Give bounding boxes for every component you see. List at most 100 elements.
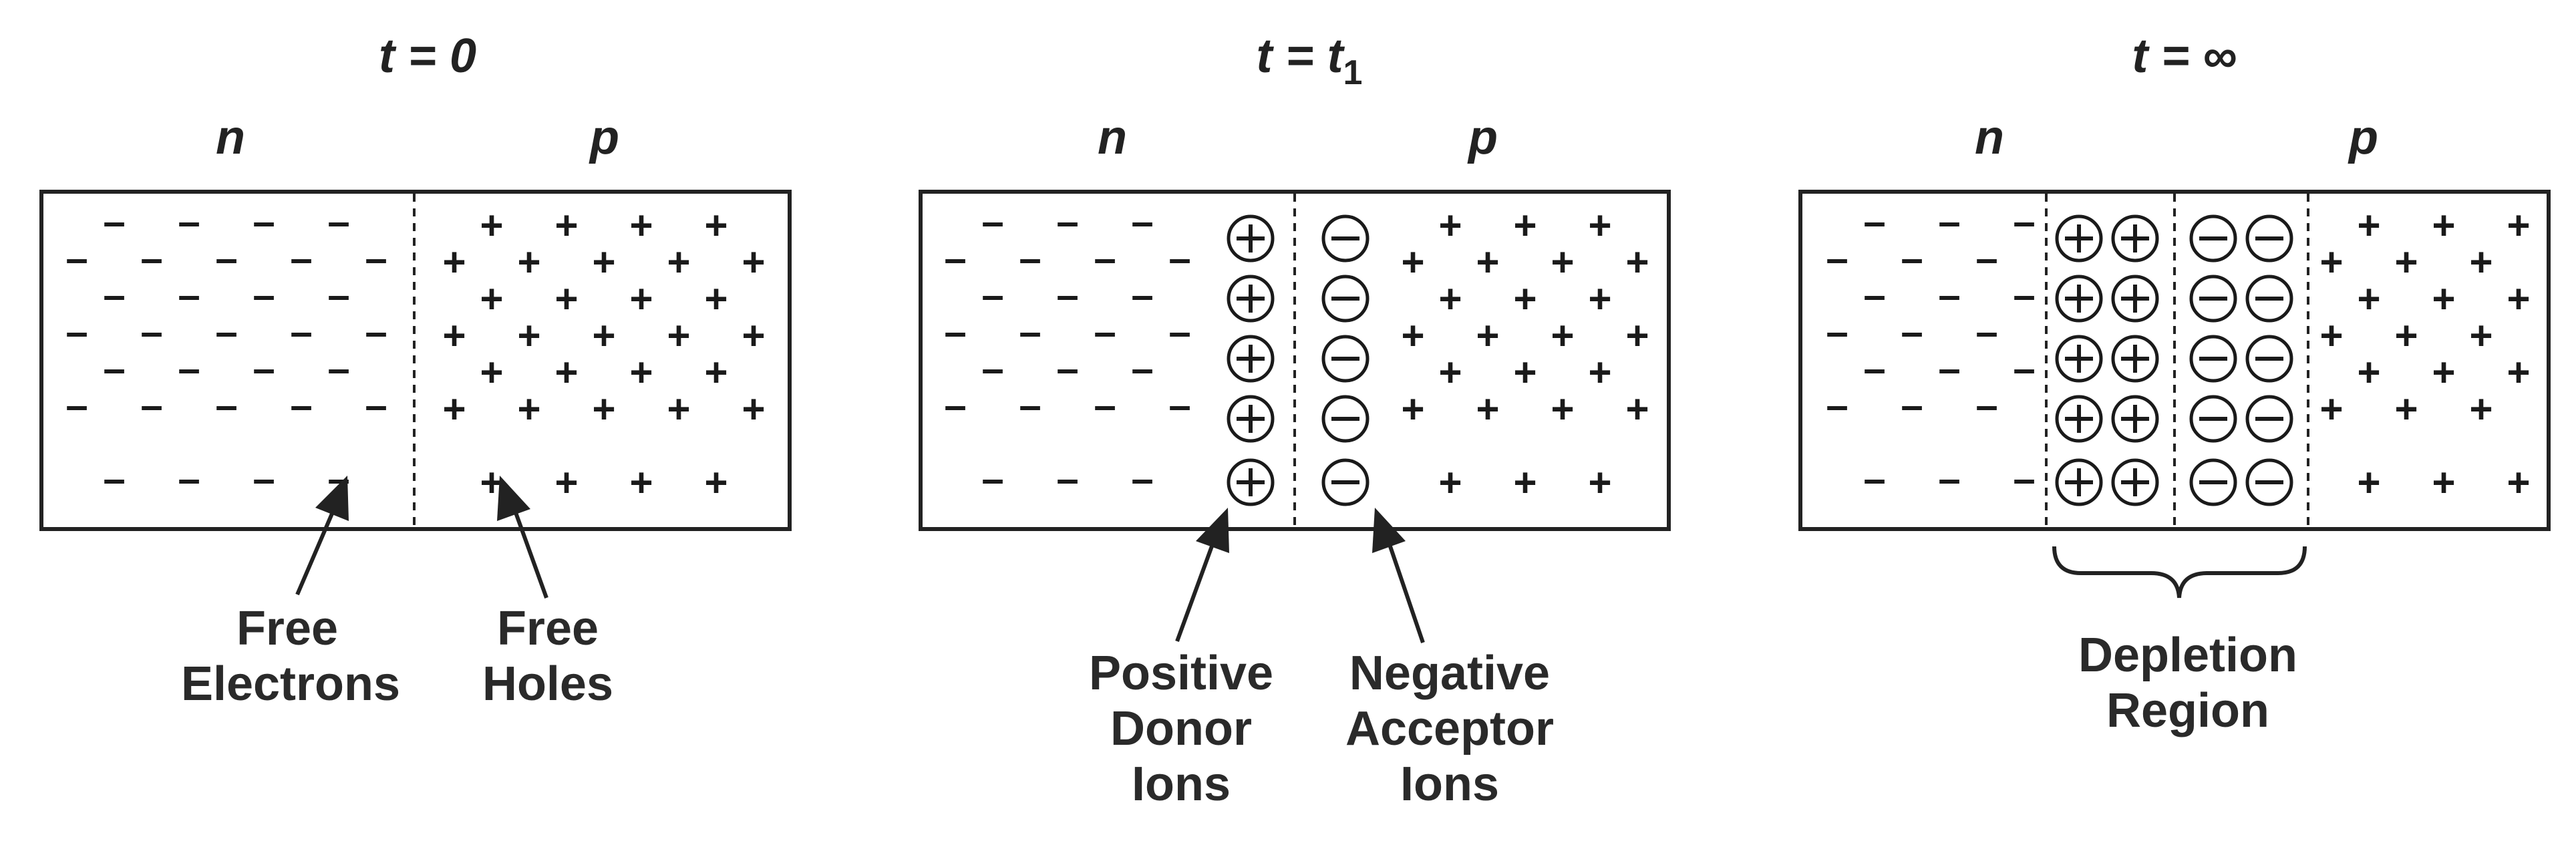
n-region-label: n xyxy=(216,111,245,164)
free-hole: + xyxy=(667,240,690,285)
free-electron: – xyxy=(1826,236,1848,281)
free-electron: – xyxy=(178,346,200,391)
free-holes-label-line2: Holes xyxy=(482,657,613,711)
free-electron: – xyxy=(1168,236,1190,281)
free-electron: – xyxy=(327,273,349,317)
free-electron: – xyxy=(253,199,275,244)
acceptor-ions-arrow xyxy=(1372,508,1425,643)
free-holes-region: +++++++++++++++++++++ xyxy=(2319,203,2530,505)
negative-acceptor-ion xyxy=(2247,460,2291,504)
positive-donor-ion xyxy=(1229,277,1273,321)
free-hole: + xyxy=(554,203,578,248)
free-electrons-arrow xyxy=(295,476,349,596)
free-electron: – xyxy=(65,309,88,354)
free-electron: – xyxy=(1019,236,1041,281)
free-electrons-label-line2: Electrons xyxy=(181,657,400,711)
free-holes-arrow xyxy=(497,476,548,599)
free-hole: + xyxy=(2432,203,2455,248)
free-electron: – xyxy=(981,346,1003,391)
negative-acceptor-ion xyxy=(1323,337,1367,381)
free-hole: + xyxy=(1401,240,1424,285)
free-electron: – xyxy=(1168,309,1190,354)
free-electrons-region: –––––––––––––––––––––––– xyxy=(944,199,1190,501)
free-hole: + xyxy=(1625,313,1649,358)
free-electron: – xyxy=(1094,383,1116,428)
free-electron: – xyxy=(1975,236,1997,281)
free-hole: + xyxy=(629,277,653,321)
free-electron: – xyxy=(140,383,162,428)
free-electron: – xyxy=(290,383,312,428)
donor-ions-label-line1: Positive xyxy=(1089,647,1273,700)
donor-ions-arrow xyxy=(1175,508,1229,643)
free-hole: + xyxy=(1438,277,1462,321)
free-hole: + xyxy=(1551,240,1574,285)
negative-acceptor-ion xyxy=(1323,277,1367,321)
free-hole: + xyxy=(592,240,615,285)
acceptor-ions-label-line3: Ions xyxy=(1400,758,1499,811)
positive-donor-ion xyxy=(1229,337,1273,381)
free-electron: – xyxy=(1056,199,1078,244)
free-hole: + xyxy=(1513,277,1537,321)
free-hole: + xyxy=(2507,350,2530,395)
free-electron: – xyxy=(253,273,275,317)
free-electron: – xyxy=(103,273,125,317)
negative-acceptor-ion xyxy=(2191,277,2235,321)
free-hole: + xyxy=(2357,277,2380,321)
free-hole: + xyxy=(2394,387,2418,432)
p-region-label: p xyxy=(589,111,619,164)
free-electron: – xyxy=(103,199,125,244)
free-electron: – xyxy=(1901,236,1923,281)
free-hole: + xyxy=(2357,203,2380,248)
free-hole: + xyxy=(2469,240,2492,285)
free-hole: + xyxy=(2507,277,2530,321)
free-electron: – xyxy=(1131,456,1153,501)
free-electron: – xyxy=(1056,456,1078,501)
free-hole: + xyxy=(704,203,728,248)
free-electron: – xyxy=(253,456,275,501)
panel-title-subscript: 1 xyxy=(1343,53,1363,92)
free-hole: + xyxy=(1588,277,1611,321)
free-electron: – xyxy=(1168,383,1190,428)
panel-title: t = 0 xyxy=(379,29,476,83)
depletion-region-brace xyxy=(2052,546,2307,599)
free-hole: + xyxy=(1401,387,1424,432)
free-electron: – xyxy=(1938,346,1960,391)
free-electron: – xyxy=(1056,346,1078,391)
free-hole: + xyxy=(742,313,765,358)
free-holes-region: ++++++++++++++++++++++++ xyxy=(1401,203,1649,505)
free-electron: – xyxy=(1056,273,1078,317)
negative-acceptor-ion xyxy=(2247,337,2291,381)
free-electron: – xyxy=(981,456,1003,501)
free-hole: + xyxy=(2394,313,2418,358)
free-electron: – xyxy=(178,199,200,244)
free-hole: + xyxy=(742,240,765,285)
free-electron: – xyxy=(290,309,312,354)
free-hole: + xyxy=(742,387,765,432)
free-electron: – xyxy=(981,273,1003,317)
free-electron: – xyxy=(215,309,237,354)
free-hole: + xyxy=(1513,203,1537,248)
free-holes-region: +++++++++++++++++++++++++++++++ xyxy=(442,203,765,505)
free-hole: + xyxy=(1588,203,1611,248)
free-hole: + xyxy=(2357,460,2380,505)
free-electron: – xyxy=(1019,383,1041,428)
free-electron: – xyxy=(1826,383,1848,428)
free-electron: – xyxy=(1131,273,1153,317)
free-electron: – xyxy=(1975,309,1997,354)
free-electron: – xyxy=(2013,346,2035,391)
free-hole: + xyxy=(554,277,578,321)
free-hole: + xyxy=(704,350,728,395)
positive-donor-ion xyxy=(2113,460,2157,504)
free-electron: – xyxy=(1938,273,1960,317)
free-electrons-region: ––––––––––––––––––––– xyxy=(1826,199,2035,501)
panel-t1: t = t1 n p –––––––––––––––––––––––– ++++… xyxy=(919,29,1671,811)
p-region-label: p xyxy=(2348,111,2378,164)
free-electron: – xyxy=(1826,309,1848,354)
free-hole: + xyxy=(2394,240,2418,285)
negative-acceptor-ion xyxy=(2247,277,2291,321)
positive-donor-ion xyxy=(2057,277,2101,321)
free-hole: + xyxy=(2507,460,2530,505)
positive-donor-ion xyxy=(2113,216,2157,261)
negative-acceptor-ion xyxy=(2191,460,2235,504)
free-hole: + xyxy=(1401,313,1424,358)
